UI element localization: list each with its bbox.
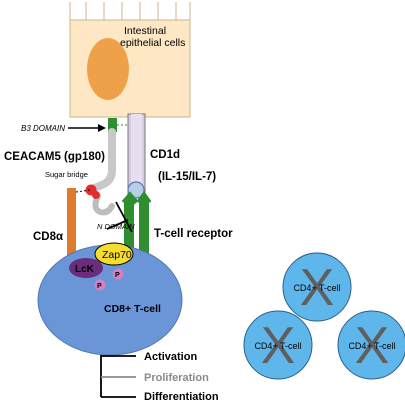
n-domain-label: N DOMAIN [97,222,135,231]
outcome-activation: Activation [144,351,197,363]
p2-label: P [97,283,102,290]
n-domain-loop [92,193,115,216]
cd4-t-cell-body [282,252,352,322]
tcr-label: T-cell receptor [154,228,233,240]
signal-bracket [100,355,136,398]
cd4-cross-mark: X [300,259,335,317]
ceacam5-stalk [86,128,116,194]
p1-label: P [115,272,120,279]
zap70-label: Zap70 [102,249,132,261]
inhibition-symbol [106,201,133,233]
cd4-cross-mark: X [261,317,296,375]
b3-domain-label: B3 DOMAIN [21,124,65,133]
outcome-differentiation: Differentiation [144,391,219,403]
epithelial-cells: Intestinal epithelial cells [69,2,191,118]
cd4-t-cell-3: X CD4+ T-cell [337,310,405,380]
epithelial-cell-outline [69,2,191,20]
outcome-proliferation: Proliferation [144,372,209,384]
cd4-t-cell-2: X CD4+ T-cell [243,310,313,380]
cd8-alpha [67,188,91,258]
lck-label: LcK [75,264,95,275]
ceacam5-molecule [85,118,117,216]
cd8-t-cell: Zap70 LcK P P CD8+ T-cell [37,242,183,356]
b3-domain-pointer [68,124,128,132]
nucleus [87,38,129,100]
cd1d-molecule [127,113,146,199]
cd4-t-cell-1: X CD4+ T-cell [282,252,352,322]
il-label: (IL-15/IL-7) [158,171,216,183]
cd8-alpha-stalk [67,188,76,258]
cd4-t-cell-label: CD4+ T-cell [293,283,340,293]
zap70-kinase [94,242,134,266]
epithelium-label-line2: epithelial cells [120,37,185,49]
cd8-t-cell-label: CD8+ T-cell [104,303,161,315]
cd8a-label: CD8α [33,231,63,243]
sugar-bridge-label: Sugar bridge [45,170,88,179]
cd4-t-cell-body [337,310,405,380]
tcr-chain-right [139,200,149,255]
cd1d-label: CD1d [150,149,180,161]
cd4-t-cell-body [243,310,313,380]
epithelium-label-line1: Intestinal [124,25,166,37]
ceacam5-label: CEACAM5 (gp180) [4,151,105,163]
lck-kinase [69,258,103,278]
phospho-p1 [112,268,124,280]
b3-domain-box [108,118,117,132]
cd4-t-cell-label: CD4+ T-cell [348,341,395,351]
phospho-p2 [94,279,106,291]
cd4-t-cell-label: CD4+ T-cell [254,341,301,351]
cd4-cross-mark: X [355,317,390,375]
